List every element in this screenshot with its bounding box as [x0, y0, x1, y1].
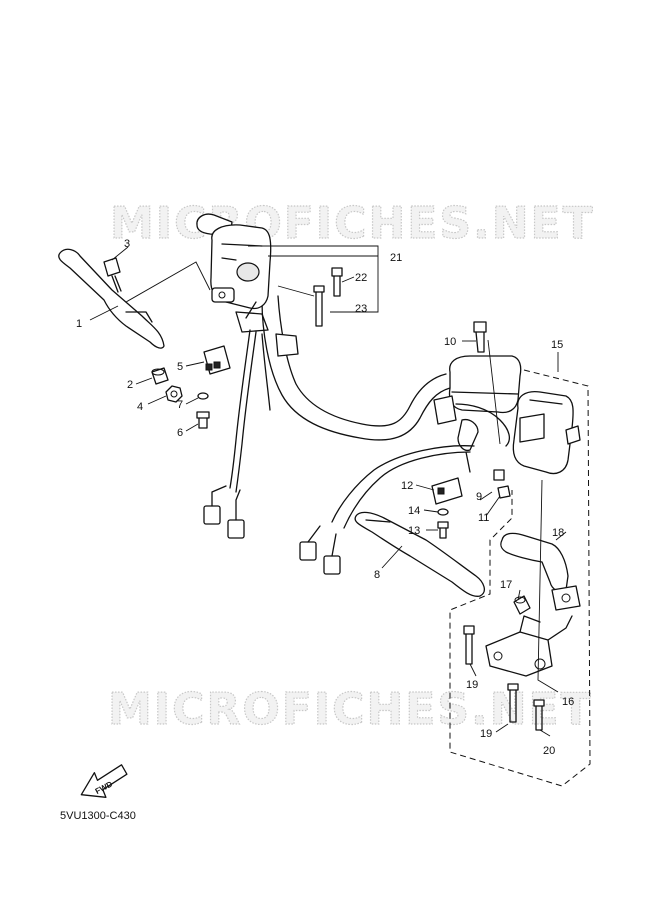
screw-23 — [313, 285, 325, 327]
callout-23: 23 — [355, 303, 367, 315]
callout-19a: 19 — [466, 679, 478, 691]
forward-arrow-icon: FWD — [80, 764, 128, 798]
master-cylinder — [433, 355, 522, 473]
watermark-bottom: MICROFICHES.NET — [108, 684, 593, 735]
switch-holder — [493, 469, 505, 481]
collar — [151, 367, 169, 385]
watermark-top: MICROFICHES.NET — [110, 198, 595, 249]
callout-8: 8 — [374, 569, 380, 581]
screw-small — [196, 411, 210, 429]
bolt-20 — [533, 699, 545, 731]
callout-3: 3 — [124, 238, 130, 250]
callout-2: 2 — [127, 379, 133, 391]
brake-switch-screw — [437, 521, 449, 539]
bolt-19a — [463, 625, 475, 665]
callout-15: 15 — [551, 339, 563, 351]
callout-9: 9 — [476, 491, 482, 503]
brake-lever-alt — [500, 532, 581, 611]
brake-switch-washer — [437, 508, 449, 516]
callout-16: 16 — [562, 696, 574, 708]
callout-20: 20 — [543, 745, 555, 757]
alternate-parts-boundary — [449, 369, 591, 787]
washer — [197, 392, 209, 400]
brake-lever — [354, 511, 486, 597]
callout-14: 14 — [408, 505, 420, 517]
callout-17: 17 — [500, 579, 512, 591]
callout-1: 1 — [76, 318, 82, 330]
callout-4: 4 — [137, 401, 143, 413]
handlebar — [261, 295, 451, 441]
clutch-lever — [58, 248, 165, 349]
callout-19b: 19 — [480, 728, 492, 740]
callout-10: 10 — [444, 336, 456, 348]
callout-18: 18 — [552, 527, 564, 539]
right-handlebar-switch — [512, 390, 581, 475]
callout-6: 6 — [177, 427, 183, 439]
nut — [165, 385, 183, 403]
bolt-19b — [507, 683, 519, 723]
callout-21: 21 — [390, 252, 402, 264]
front-brake-switch — [431, 477, 463, 505]
callout-22: 22 — [355, 272, 367, 284]
callout-5: 5 — [177, 361, 183, 373]
holder-screw — [497, 485, 511, 499]
clutch-switch — [203, 345, 231, 375]
diagram-code: 5VU1300-C430 — [60, 810, 136, 822]
leader-lines — [89, 245, 567, 737]
pivot-pin — [513, 595, 531, 615]
lever-bracket — [485, 615, 573, 677]
callout-11: 11 — [478, 512, 489, 524]
screw-22 — [331, 267, 343, 297]
callout-12: 12 — [401, 480, 413, 492]
callout-7: 7 — [177, 399, 183, 411]
mirror-bolt — [473, 321, 487, 353]
callout-numbers: 1 3 2 4 5 7 6 21 22 23 10 15 12 9 14 11 … — [76, 238, 574, 757]
callout-13: 13 — [408, 525, 420, 537]
lever-bolt — [103, 257, 122, 293]
left-wiring-harness — [203, 329, 271, 539]
right-wiring-harness — [299, 445, 475, 575]
